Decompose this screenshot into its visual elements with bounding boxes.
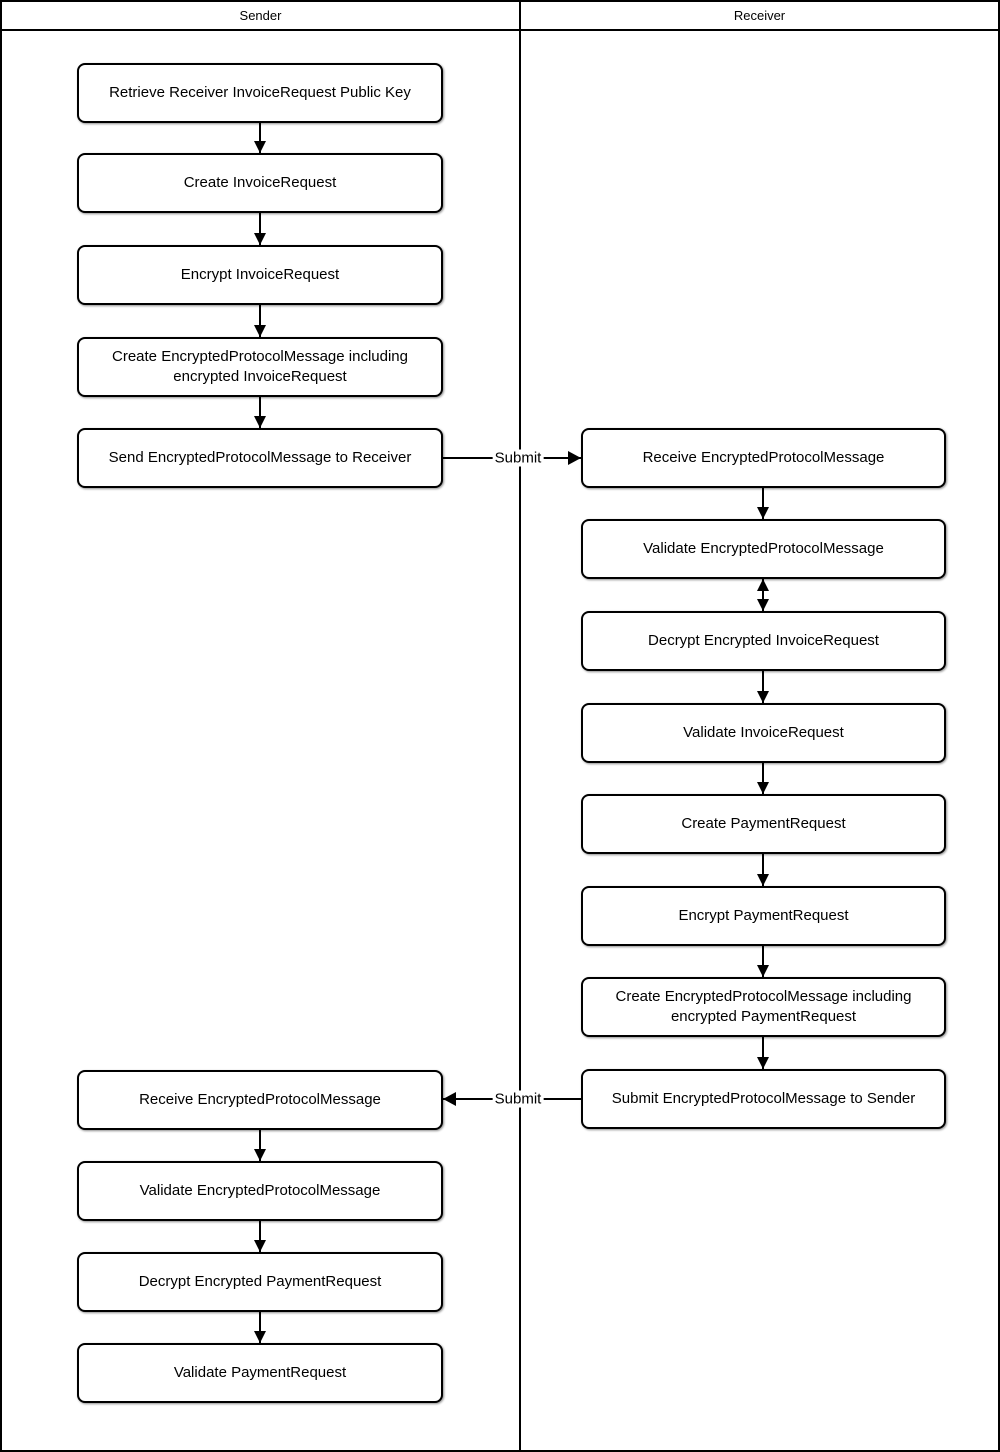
node-retrieve-receiver-invoicerequest-public-key: Retrieve Receiver InvoiceRequest Public … [77, 63, 443, 123]
arrow-double-vertical-icon [757, 579, 769, 611]
node-label: Retrieve Receiver InvoiceRequest Public … [109, 83, 411, 101]
connector-label: Submit [492, 1090, 544, 1108]
node-send-encryptedprotocolmessage-to-receiver: Send EncryptedProtocolMessage to Receive… [77, 428, 443, 488]
node-label: Validate EncryptedProtocolMessage [643, 539, 884, 557]
node-sender-validate-encryptedprotocolmessage: Validate EncryptedProtocolMessage [77, 1161, 443, 1221]
arrow-right-icon [568, 451, 581, 465]
arrow-down-icon [254, 213, 266, 245]
node-label: Validate InvoiceRequest [683, 723, 844, 741]
node-label: Create PaymentRequest [681, 814, 846, 832]
node-validate-paymentrequest: Validate PaymentRequest [77, 1343, 443, 1403]
lane-header-separator [2, 29, 998, 31]
lane-divider [519, 2, 521, 1450]
node-decrypt-encrypted-paymentrequest: Decrypt Encrypted PaymentRequest [77, 1252, 443, 1312]
node-label: Receive EncryptedProtocolMessage [642, 448, 885, 466]
node-sender-receive-encryptedprotocolmessage: Receive EncryptedProtocolMessage [77, 1070, 443, 1130]
node-receiver-validate-encryptedprotocolmessage: Validate EncryptedProtocolMessage [581, 519, 946, 579]
arrow-down-icon [254, 123, 266, 153]
connector-label: Submit [492, 449, 544, 467]
node-encrypt-invoicerequest: Encrypt InvoiceRequest [77, 245, 443, 305]
node-label: Send EncryptedProtocolMessage to Receive… [108, 448, 412, 466]
node-encrypt-paymentrequest: Encrypt PaymentRequest [581, 886, 946, 946]
submit-arrow-left: Submit [443, 1090, 581, 1108]
node-create-encryptedprotocolmessage-invoicerequest: Create EncryptedProtocolMessage includin… [77, 337, 443, 397]
lane-header-sender: Sender [2, 2, 519, 29]
node-create-invoicerequest: Create InvoiceRequest [77, 153, 443, 213]
arrow-down-icon [254, 397, 266, 428]
node-label: Encrypt PaymentRequest [678, 906, 849, 924]
arrow-down-icon [757, 854, 769, 886]
arrow-down-icon [757, 671, 769, 703]
node-receiver-receive-encryptedprotocolmessage: Receive EncryptedProtocolMessage [581, 428, 946, 488]
arrow-down-icon [757, 763, 769, 794]
node-create-encryptedprotocolmessage-paymentrequest: Create EncryptedProtocolMessage includin… [581, 977, 946, 1037]
node-validate-invoicerequest: Validate InvoiceRequest [581, 703, 946, 763]
node-label: Create EncryptedProtocolMessage includin… [112, 347, 408, 385]
node-decrypt-encrypted-invoicerequest: Decrypt Encrypted InvoiceRequest [581, 611, 946, 671]
arrow-down-icon [254, 1130, 266, 1161]
arrow-down-icon [254, 1312, 266, 1343]
lane-header-receiver-label: Receiver [733, 8, 786, 23]
submit-arrow-right: Submit [443, 449, 581, 467]
node-submit-encryptedprotocolmessage-to-sender: Submit EncryptedProtocolMessage to Sende… [581, 1069, 946, 1129]
lane-header-receiver: Receiver [521, 2, 998, 29]
node-label: Decrypt Encrypted InvoiceRequest [648, 631, 879, 649]
arrow-left-icon [443, 1092, 456, 1106]
node-label: Encrypt InvoiceRequest [180, 265, 340, 283]
node-label: Submit EncryptedProtocolMessage to Sende… [611, 1089, 916, 1107]
arrow-down-icon [254, 1221, 266, 1252]
node-label: Validate PaymentRequest [173, 1363, 347, 1381]
node-label: Validate EncryptedProtocolMessage [139, 1181, 381, 1199]
node-create-paymentrequest: Create PaymentRequest [581, 794, 946, 854]
lane-header-sender-label: Sender [239, 8, 282, 23]
node-label: Create EncryptedProtocolMessage includin… [615, 987, 912, 1025]
node-label: Receive EncryptedProtocolMessage [139, 1090, 381, 1108]
arrow-down-icon [757, 488, 769, 519]
node-label: Create InvoiceRequest [183, 173, 337, 191]
arrow-down-icon [254, 305, 266, 337]
arrow-down-icon [757, 946, 769, 977]
arrow-down-icon [757, 1037, 769, 1069]
node-label: Decrypt Encrypted PaymentRequest [138, 1272, 382, 1290]
